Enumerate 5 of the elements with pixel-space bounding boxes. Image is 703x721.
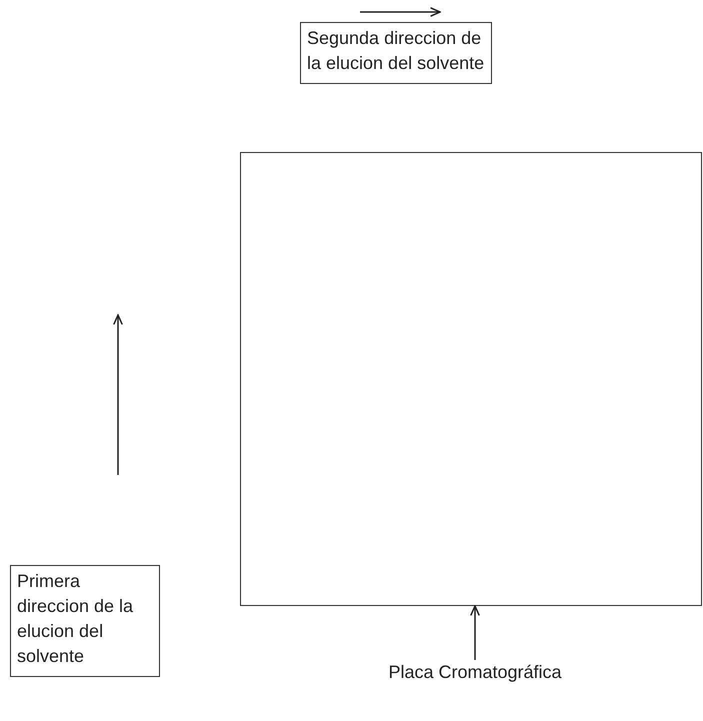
plate-label: Placa Cromatográfica [370,660,580,690]
leader-line [470,605,480,660]
text-box: Primera direccion de la elucion del solvente [10,565,160,677]
chromatography-plate [240,152,702,606]
text-box: Segunda direccion de la elucion del solvente [300,22,492,84]
